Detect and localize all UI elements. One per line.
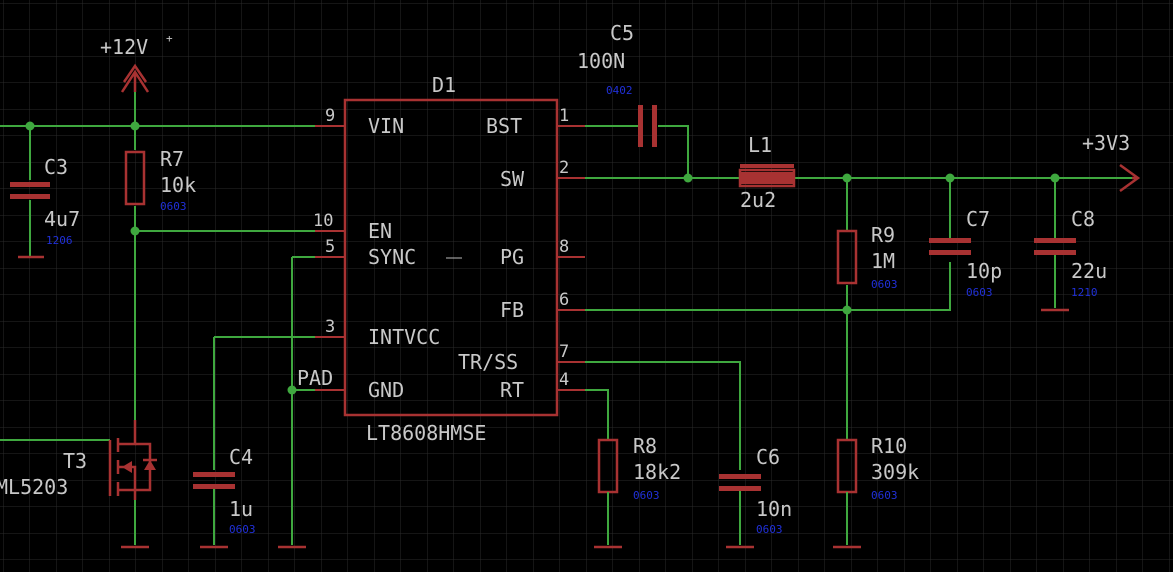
c5-ref: C5 [610,21,634,45]
resistor-r8[interactable]: R8 18k2 0603 [597,434,681,545]
pad-label: PAD [297,366,333,390]
pin-num-en: 10 [313,211,333,231]
t3-ref: T3 [63,449,87,473]
r10-package: 0603 [871,489,898,502]
vin-supply-label: +12V [100,35,148,59]
c6-package: 0603 [756,523,783,536]
c8-ref: C8 [1071,207,1095,231]
inductor-l1[interactable]: L1 2u2 [738,133,796,212]
c3-ref: C3 [44,155,68,179]
pin-num-fb: 6 [559,290,569,310]
r10-ref: R10 [871,434,907,458]
pin-num-intvcc: 3 [325,317,335,337]
pin-name-gnd: GND [368,378,404,402]
ic-d1[interactable]: D1 LT8608HMSE 9 10 5 3 PAD 1 2 8 6 7 4 V… [297,73,585,445]
r7-value: 10k [160,173,196,197]
c7-package: 0603 [966,286,993,299]
r10-value: 309k [871,460,919,484]
pin-name-vin: VIN [368,114,404,138]
pin-num-bst: 1 [559,106,569,126]
pin-num-sync: 5 [325,237,335,257]
c8-package: 1210 [1071,286,1098,299]
capacitor-c7[interactable]: C7 10p 0603 [929,207,1002,299]
c7-ref: C7 [966,207,990,231]
transistor-t3[interactable]: T3 ML5203 [0,420,157,500]
pin-name-sync: SYNC [368,245,416,269]
capacitor-c5[interactable]: C5 100N 0402 [577,21,657,147]
resistor-r7[interactable]: R7 10k 0603 [124,147,196,213]
junctions [25,121,1060,395]
c3-value: 4u7 [44,207,80,231]
pin-name-trss: TR/SS [458,350,518,374]
pin-num-vin: 9 [325,106,335,126]
pin-name-rt: RT [500,378,524,402]
pin-name-pg: PG [500,245,524,269]
c5-value: 100N [577,49,625,73]
resistor-r10[interactable]: R10 309k 0603 [836,434,919,545]
vout-supply-symbol[interactable]: +3V3 [1082,131,1141,193]
ic-ref: D1 [432,73,456,97]
capacitor-c4[interactable]: C4 1u 0603 [193,445,256,536]
capacitor-c3[interactable]: C3 4u7 1206 [10,155,80,259]
pin-name-fb: FB [500,298,524,322]
l1-ref: L1 [748,133,772,157]
r8-package: 0603 [633,489,660,502]
r7-package: 0603 [160,200,187,213]
c4-package: 0603 [229,523,256,536]
r9-ref: R9 [871,223,895,247]
r8-ref: R8 [633,434,657,458]
ic-value: LT8608HMSE [366,421,486,445]
pin-name-en: EN [368,219,392,243]
pin-num-rt: 4 [559,370,569,390]
vin-supply-symbol[interactable]: +12V + [100,32,173,93]
c7-value: 10p [966,259,1002,283]
capacitor-c8[interactable]: C8 22u 1210 [1034,207,1107,312]
c6-value: 10n [756,497,792,521]
pin-num-trss: 7 [559,342,569,362]
resistor-r9[interactable]: R9 1M 0603 [836,223,898,291]
c6-ref: C6 [756,445,780,469]
r7-ref: R7 [160,147,184,171]
pin-num-pg: 8 [559,237,569,257]
c5-package: 0402 [606,84,633,97]
c3-package: 1206 [46,234,73,247]
t3-value: ML5203 [0,475,68,499]
pin-name-bst: BST [486,114,522,138]
r9-package: 0603 [871,278,898,291]
svg-text:+: + [166,32,173,45]
c4-ref: C4 [229,445,253,469]
vout-supply-label: +3V3 [1082,131,1130,155]
r8-value: 18k2 [633,460,681,484]
capacitor-c6[interactable]: C6 10n 0603 [719,445,792,536]
pin-name-intvcc: INTVCC [368,325,440,349]
l1-value: 2u2 [740,188,776,212]
c4-value: 1u [229,497,253,521]
r9-value: 1M [871,249,895,273]
pin-num-sw: 2 [559,158,569,178]
c8-value: 22u [1071,259,1107,283]
pin-name-sw: SW [500,167,525,191]
